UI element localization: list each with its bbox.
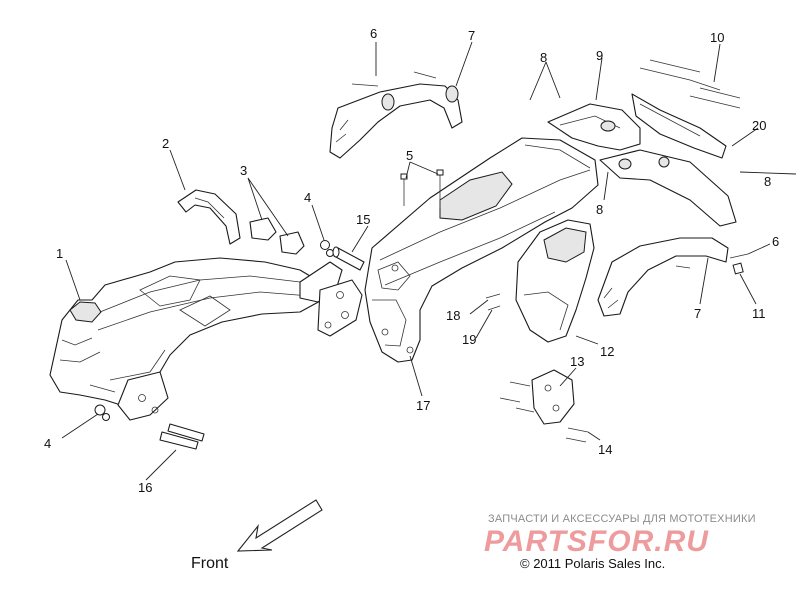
callout-14: 14 <box>598 442 612 457</box>
callout-8-mid: 8 <box>596 202 603 217</box>
callout-8-right: 8 <box>764 174 771 189</box>
clamp-strap <box>177 189 241 245</box>
callout-3: 3 <box>240 163 247 178</box>
callout-17: 17 <box>416 398 430 413</box>
watermark-logo: PARTSFOR.RU <box>484 525 709 558</box>
callout-2: 2 <box>162 136 169 151</box>
copyright-notice: © 2011 Polaris Sales Inc. <box>520 556 666 571</box>
cable-ties <box>639 59 741 109</box>
callout-4-right: 4 <box>304 190 311 205</box>
callout-15: 15 <box>356 212 370 227</box>
mount-bracket <box>499 369 589 443</box>
long-bolts <box>159 423 205 450</box>
callout-18: 18 <box>446 308 460 323</box>
nut-hardware <box>94 240 334 421</box>
callout-4-left: 4 <box>44 436 51 451</box>
small-pins <box>485 293 501 311</box>
callout-6-top: 6 <box>370 26 377 41</box>
watermark-caption: ЗАПЧАСТИ И АКСЕССУАРЫ ДЛЯ МОТОТЕХНИКИ <box>488 513 756 525</box>
callouts: 1 2 3 4 4 5 6 6 7 7 8 8 8 9 10 11 12 13 … <box>44 26 779 495</box>
watermark-logo-text: PARTSFOR.RU <box>484 525 709 558</box>
side-cover-shield <box>515 219 595 343</box>
right-upper-rail <box>547 93 727 159</box>
callout-16: 16 <box>138 480 152 495</box>
callout-9: 9 <box>596 48 603 63</box>
leader-lines <box>61 41 797 481</box>
callout-6-right: 6 <box>772 234 779 249</box>
callout-19: 19 <box>462 332 476 347</box>
right-lower-bracket <box>599 149 737 227</box>
callout-11: 11 <box>752 306 766 321</box>
callout-13: 13 <box>570 354 584 369</box>
frame-bolts <box>400 169 444 208</box>
callout-7-right: 7 <box>694 306 701 321</box>
front-label: Front <box>191 555 229 572</box>
callout-20: 20 <box>752 118 766 133</box>
callout-7-top: 7 <box>468 28 475 43</box>
callout-1: 1 <box>56 246 63 261</box>
mounting-clips <box>249 217 305 255</box>
lower-right-plate <box>597 237 749 317</box>
front-frame <box>49 257 363 421</box>
callout-5: 5 <box>406 148 413 163</box>
callout-8-top: 8 <box>540 50 547 65</box>
spacer-tube <box>332 246 365 271</box>
callout-12: 12 <box>600 344 614 359</box>
upper-rear-bracket <box>329 71 463 159</box>
front-arrow-icon <box>236 499 323 552</box>
center-frame <box>364 137 599 363</box>
callout-10: 10 <box>710 30 724 45</box>
